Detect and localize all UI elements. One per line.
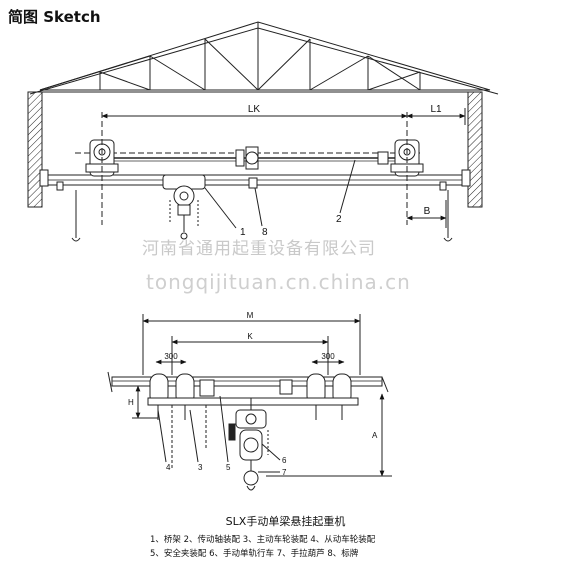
dim-300-right-label: 300 [321,352,335,361]
drive-shaft [75,146,420,170]
dim-b-label: B [424,206,431,217]
dim-m-label: M [247,311,254,320]
hand-chain-left [71,190,81,242]
callout-7: 7 [282,468,287,477]
bottom-view-labels: M K 300 300 H A 4 3 5 6 7 [128,311,378,477]
watermark-company: 河南省通用起重设备有限公司 [142,239,376,259]
sketch-heading: 简图 Sketch [8,8,101,26]
dim-a-label: A [372,431,378,440]
hand-chain-right [443,190,453,242]
callout-1: 1 [240,227,246,238]
dim-k-label: K [247,332,253,341]
chain-hoist [228,423,269,491]
roof-truss [29,21,499,95]
main-girder-side [147,397,359,406]
callout-8: 8 [262,227,268,238]
diagram-caption: SLX手动单梁悬挂起重机 [225,515,346,528]
bottom-view [107,314,392,491]
nameplate [248,177,258,189]
safety-clamp [279,379,293,395]
hoist-trolley [162,174,206,240]
parts-legend-line-2: 5、安全夹装配 6、手动单轨行车 7、手拉葫芦 8、标牌 [150,549,359,559]
right-wall [467,91,483,208]
dim-300-left-label: 300 [164,352,178,361]
monorail-trolley [235,398,267,429]
callout-3: 3 [198,463,203,472]
top-view [27,21,499,242]
dim-l1-label: L1 [430,104,442,115]
gear-box [199,379,215,397]
right-end-carriage [390,112,424,225]
dim-h-label: H [128,398,134,407]
left-wall [27,91,43,208]
callout-5: 5 [226,463,231,472]
parts-legend-line-1: 1、桥架 2、传动轴装配 3、主动车轮装配 4、从动车轮装配 [150,535,376,545]
watermark-url: tongqijituan.cn.china.cn [146,270,411,294]
left-end-carriage [85,112,119,225]
callout-4: 4 [166,463,171,472]
callout-6: 6 [282,456,287,465]
top-view-labels: LK L1 B 1 8 2 [240,104,442,238]
callout-2: 2 [336,214,342,225]
wheel-group-left [149,373,195,420]
dim-lk-label: LK [248,104,261,115]
